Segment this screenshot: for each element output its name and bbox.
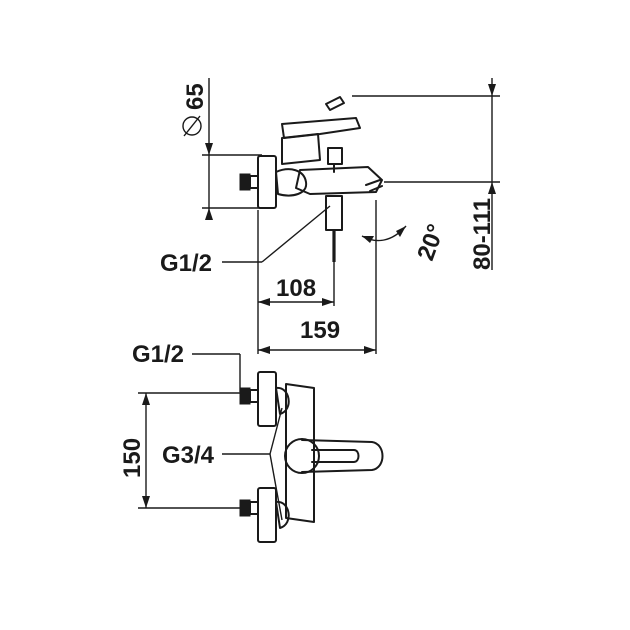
side-eccentric-fitting	[275, 168, 308, 197]
diameter-symbol	[182, 116, 202, 136]
side-inlet-stub	[239, 173, 251, 191]
diverter-pipe	[325, 195, 343, 231]
side-spout	[295, 166, 383, 195]
front-lower-flange	[257, 487, 277, 543]
dim-65-label: 65	[182, 83, 209, 110]
angle-label: 20°	[412, 221, 450, 264]
side-lever-handle	[281, 117, 361, 139]
spout-outlet	[365, 179, 383, 192]
side-view: 65 G1/2 108 159 20° 80-111	[160, 78, 500, 354]
g12-top-label: G1/2	[160, 250, 212, 277]
side-mixer-body	[281, 133, 321, 165]
front-upper-stub	[239, 387, 251, 405]
side-wall-flange	[257, 155, 277, 209]
front-mixer-body	[285, 383, 315, 523]
g34-label: G3/4	[162, 442, 215, 469]
handle-travel-marker	[325, 96, 345, 111]
dim-108-label: 108	[276, 275, 316, 302]
dim-80-111-label: 80-111	[469, 198, 496, 270]
front-lower-eccentric	[275, 500, 290, 529]
diverter-knob	[327, 147, 343, 165]
front-upper-flange	[257, 371, 277, 427]
front-view: G1/2 G3/4 150	[119, 341, 384, 543]
dim-159-label: 159	[300, 317, 340, 344]
front-lever-handle	[301, 439, 384, 473]
dim-150-label: 150	[119, 438, 146, 478]
g12-bottom-label: G1/2	[132, 341, 184, 368]
